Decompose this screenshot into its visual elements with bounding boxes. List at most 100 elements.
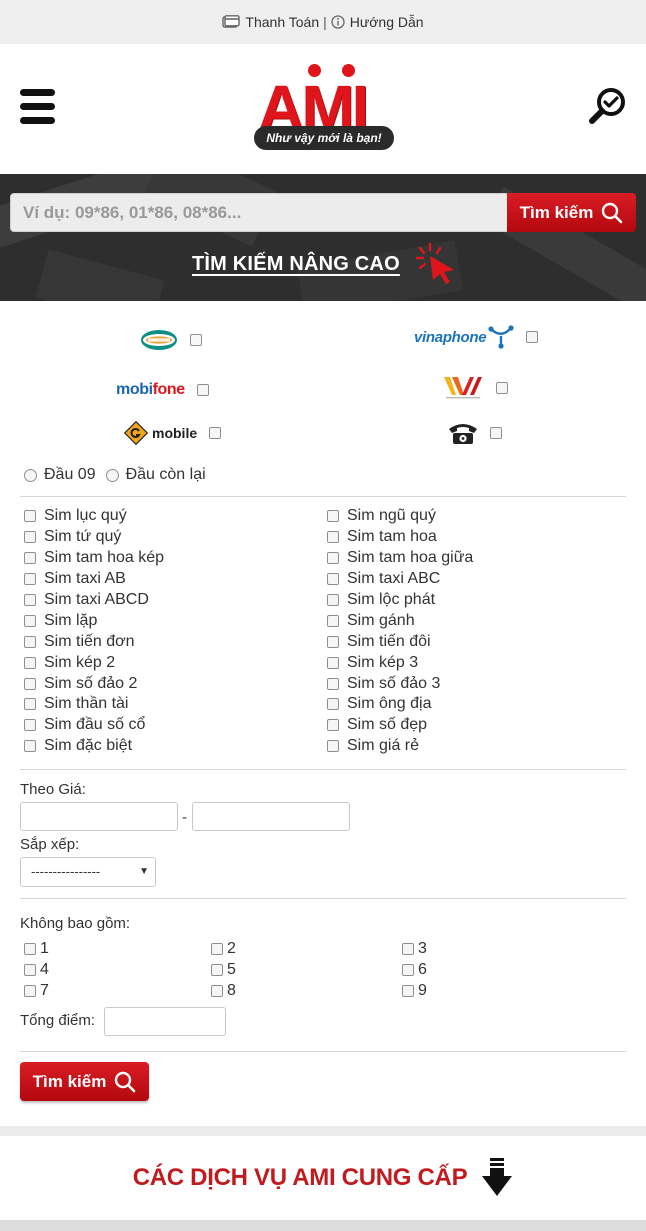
sim-type-checkbox[interactable] [24, 510, 36, 522]
sim-type-option[interactable]: Sim lục quý [24, 507, 327, 524]
viettel-checkbox[interactable] [190, 334, 202, 346]
sim-type-checkbox[interactable] [327, 551, 339, 564]
head-09-radio[interactable] [24, 468, 37, 482]
sim-type-label: Sim taxi ABC [347, 569, 441, 587]
sim-type-checkbox[interactable] [24, 656, 36, 669]
card-icon [222, 15, 241, 28]
sim-type-option[interactable]: Sim tứ quý [24, 528, 327, 545]
menu-icon[interactable] [20, 89, 55, 124]
logo-tagline: Như vậy mới là bạn! [254, 126, 394, 150]
exclude-digit-option[interactable]: 9 [402, 982, 624, 999]
sim-type-checkbox[interactable] [24, 677, 36, 690]
sim-type-checkbox[interactable] [327, 677, 339, 690]
sim-type-checkbox[interactable] [327, 572, 339, 585]
sim-type-checkbox[interactable] [24, 530, 36, 543]
sim-type-option[interactable]: Sim lặp [24, 612, 327, 629]
sim-type-option[interactable]: Sim tam hoa [327, 528, 624, 545]
sim-type-option[interactable]: Sim tam hoa giữa [327, 548, 624, 566]
exclude-digit-checkbox[interactable] [211, 943, 223, 955]
advanced-search-button[interactable]: Tìm kiếm [20, 1062, 149, 1101]
sim-type-checkbox[interactable] [24, 635, 36, 648]
sim-type-option[interactable]: Sim kép 3 [327, 654, 624, 671]
vietnamobile-checkbox[interactable] [496, 382, 508, 394]
vinaphone-checkbox[interactable] [526, 331, 539, 343]
mobifone-checkbox[interactable] [196, 384, 209, 396]
dropdown-arrow-icon: ▼ [139, 866, 149, 877]
sim-type-checkbox[interactable] [327, 635, 339, 648]
sim-type-option[interactable]: Sim gánh [327, 612, 624, 629]
sim-type-option[interactable]: Sim đặc biệt [24, 737, 327, 754]
sim-type-checkbox[interactable] [327, 698, 339, 711]
sim-type-option[interactable]: Sim ông địa [327, 695, 624, 712]
head-other-option[interactable]: Đầu còn lại [105, 466, 206, 484]
sim-type-option[interactable]: Sim taxi AB [24, 570, 327, 587]
sim-type-option[interactable]: Sim tiến đôi [327, 633, 624, 650]
sim-type-option[interactable]: Sim kép 2 [24, 654, 327, 671]
sim-type-checkbox[interactable] [24, 593, 36, 606]
sim-type-option[interactable]: Sim giá rẻ [327, 737, 624, 754]
exclude-digit-checkbox[interactable] [402, 964, 414, 976]
sim-type-option[interactable]: Sim số đảo 3 [327, 675, 624, 692]
search-icon [115, 1071, 136, 1092]
sim-type-checkbox[interactable] [24, 740, 36, 753]
exclude-digit-checkbox[interactable] [402, 943, 414, 955]
exclude-digit-option[interactable]: 3 [402, 940, 624, 957]
sim-type-option[interactable]: Sim tam hoa kép [24, 549, 327, 566]
gmobile-checkbox[interactable] [209, 427, 222, 439]
exclude-digit-option[interactable]: 1 [24, 940, 211, 957]
exclude-digit-option[interactable]: 8 [211, 982, 402, 999]
search-input[interactable]: Ví dụ: 09*86, 01*86, 08*86... [10, 193, 508, 232]
sim-type-checkbox[interactable] [327, 740, 339, 753]
sim-type-checkbox[interactable] [24, 698, 36, 711]
price-max-input[interactable] [192, 802, 350, 831]
exclude-digit-option[interactable]: 4 [24, 961, 211, 978]
head-other-radio[interactable] [105, 468, 119, 482]
sim-type-option[interactable]: Sim ngũ quý [327, 507, 624, 524]
ami-logo[interactable]: AMI Như vậy mới là bạn! [252, 52, 394, 152]
guide-link[interactable]: Hướng Dẫn [331, 14, 424, 30]
price-min-input[interactable] [20, 802, 178, 831]
sim-type-checkbox[interactable] [24, 572, 36, 585]
sim-type-checkbox[interactable] [327, 530, 339, 543]
sim-type-option[interactable]: Sim tiến đơn [24, 633, 327, 650]
sim-type-label: Sim đầu số cổ [44, 716, 146, 734]
landline-checkbox[interactable] [490, 427, 502, 439]
sim-type-checkbox[interactable] [327, 510, 339, 522]
exclude-digit-checkbox[interactable] [24, 943, 36, 955]
sim-type-label: Sim tam hoa giữa [347, 548, 474, 566]
sim-type-option[interactable]: Sim thần tài [24, 695, 327, 712]
sim-type-option[interactable]: Sim taxi ABC [327, 569, 624, 587]
exclude-digit-checkbox[interactable] [24, 985, 36, 997]
guide-label: Hướng Dẫn [349, 14, 424, 30]
sim-type-checkbox[interactable] [327, 614, 339, 627]
head-09-option[interactable]: Đầu 09 [24, 466, 96, 484]
search-check-icon[interactable] [588, 86, 628, 126]
sim-type-checkbox[interactable] [24, 614, 36, 627]
sim-type-option[interactable]: Sim số đảo 2 [24, 675, 327, 692]
exclude-digit-checkbox[interactable] [402, 985, 414, 997]
sim-type-option[interactable]: Sim taxi ABCD [24, 591, 327, 608]
exclude-digit-checkbox[interactable] [211, 985, 223, 997]
vietnamobile-logo [444, 377, 482, 399]
total-score-input[interactable] [104, 1007, 226, 1036]
search-button[interactable]: Tìm kiếm [507, 193, 636, 232]
sim-type-checkbox[interactable] [327, 656, 339, 669]
sim-type-checkbox[interactable] [24, 719, 36, 732]
exclude-digit-option[interactable]: 7 [24, 982, 211, 999]
sort-select[interactable]: ---------------- ▼ [20, 857, 156, 887]
sim-type-checkbox[interactable] [24, 551, 36, 564]
exclude-digit-option[interactable]: 5 [211, 961, 402, 978]
sim-type-option[interactable]: Sim lộc phát [327, 591, 624, 608]
advanced-search-link[interactable]: TÌM KIẾM NÂNG CAO [192, 253, 400, 275]
sim-type-option[interactable]: Sim số đẹp [327, 716, 624, 733]
exclude-digit-checkbox[interactable] [24, 964, 36, 976]
mobifone-logo: mobifone [116, 381, 185, 398]
search-button-label: Tìm kiếm [519, 202, 594, 222]
payment-link[interactable]: Thanh Toán [222, 14, 319, 30]
exclude-digit-option[interactable]: 2 [211, 940, 402, 957]
exclude-digit-checkbox[interactable] [211, 964, 223, 976]
sim-type-option[interactable]: Sim đầu số cổ [24, 716, 327, 734]
sim-type-checkbox[interactable] [327, 719, 339, 732]
sim-type-checkbox[interactable] [327, 593, 339, 606]
exclude-digit-option[interactable]: 6 [402, 961, 624, 978]
